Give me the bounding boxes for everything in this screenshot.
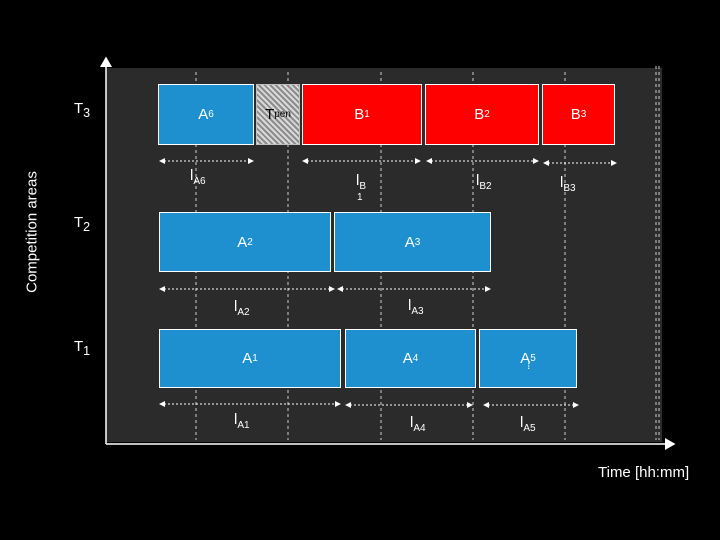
interval-label-A4: lA4 [410, 414, 426, 434]
row-label-t1: T1 [74, 338, 91, 358]
interval-label-B2: lB2 [476, 172, 492, 192]
interval-label-A1: lA1 [234, 411, 250, 431]
interval-label-B1: lB [356, 172, 367, 192]
interval-label-A2: lA2 [234, 298, 250, 318]
y-axis-label: Competition areas [23, 171, 41, 293]
interval-label-A3: lA3 [408, 297, 424, 317]
interval-label-A6: lA6 [190, 167, 206, 187]
ellipsis-dots: ... [525, 362, 539, 370]
interval-label-A5: lA5 [520, 414, 536, 434]
x-axis-label: Time [hh:mm] [598, 464, 690, 481]
row-label-t3: T3 [74, 100, 91, 120]
interval-arrows [159, 158, 617, 408]
interval-label-B3: lB3 [560, 174, 576, 194]
interval-label-B1-index: 1 [357, 192, 363, 203]
row-label-t2: T2 [74, 214, 91, 234]
